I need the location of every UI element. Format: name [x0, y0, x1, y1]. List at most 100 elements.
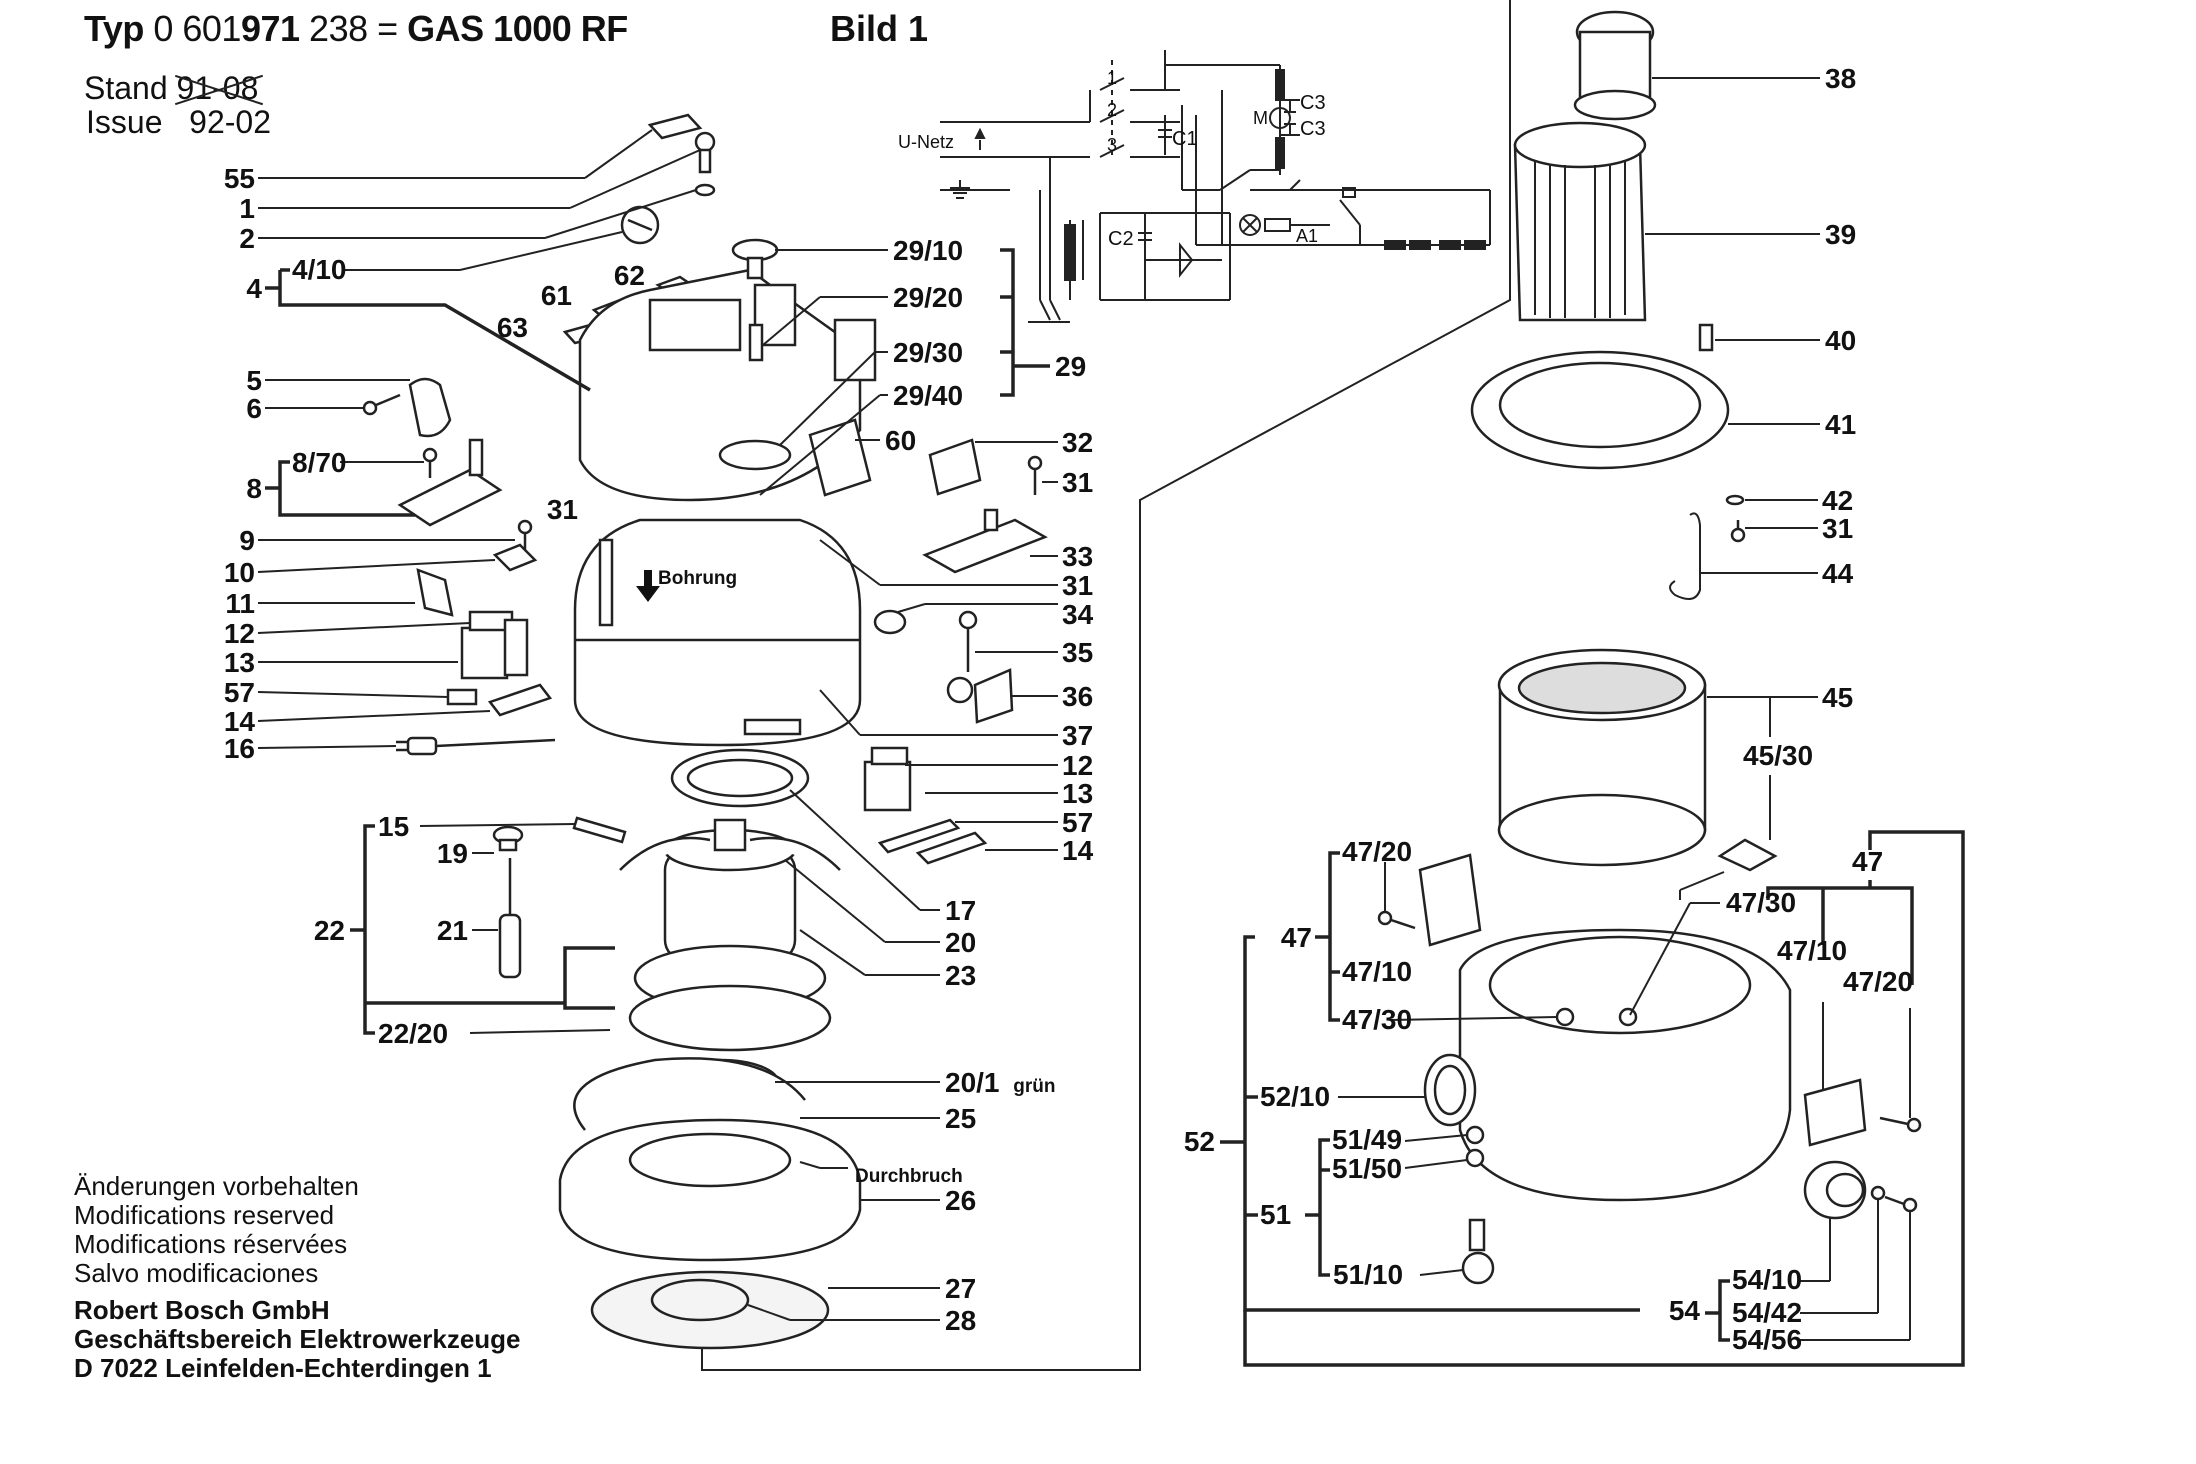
callout-13-left: 13 [223, 647, 255, 678]
callout-20-1-number: 20/1 [945, 1067, 1000, 1098]
schematic-motor-label: M [1253, 108, 1268, 128]
callout-51-10: 51/10 [1333, 1259, 1404, 1290]
stand-line: Stand 91-08 [84, 70, 258, 107]
callout-14-left: 14 [223, 706, 255, 737]
part-screw-8-70 [422, 447, 438, 478]
model-name: GAS 1000 RF [407, 8, 628, 49]
bohrung-annotation: Bohrung [658, 568, 738, 589]
callout-57-mid: 57 [1062, 807, 1094, 838]
callout-27: 27 [945, 1273, 977, 1304]
callout-1: 1 [239, 193, 255, 224]
company-name: Robert Bosch GmbH [74, 1295, 330, 1325]
callout-38: 38 [1825, 63, 1857, 94]
callout-47-10-right: 47/10 [1777, 935, 1848, 966]
callout-31-left: 31 [546, 494, 578, 525]
stand-label: Stand [84, 70, 168, 106]
note-es: Salvo modificaciones [74, 1258, 319, 1288]
part-filter-cartridge-45 [1497, 648, 1707, 867]
drawing-title: Typ 0 601971 238 = GAS 1000 RF [84, 8, 628, 50]
callout-22: 22 [313, 915, 345, 946]
callout-19: 19 [436, 838, 468, 869]
callout-21: 21 [436, 915, 468, 946]
callout-22-20: 22/20 [378, 1018, 449, 1049]
part-number-a: 0 601 [153, 8, 241, 49]
part-screw-54-56 [1884, 1195, 1918, 1213]
callout-60: 60 [885, 425, 917, 456]
part-washer-42 [1725, 494, 1745, 506]
schematic-c1-label: C1 [1172, 128, 1198, 150]
callout-31-mid-b: 31 [1062, 570, 1094, 601]
section-frame-line [701, 0, 1511, 1371]
callout-8-70: 8/70 [292, 447, 347, 478]
part-label-45-30 [1717, 838, 1778, 872]
company-address: Robert Bosch GmbH Geschäftsbereich Elekt… [74, 1296, 521, 1383]
stand-old-value: 91-08 [176, 70, 259, 106]
callout-20-1: 20/1 grün [945, 1069, 1056, 1097]
callout-47-20-right: 47/20 [1843, 966, 1914, 997]
schematic-switch-3: 3 [1107, 135, 1118, 155]
part-brush-holder-21 [498, 858, 522, 979]
company-division: Geschäftsbereich Elektrowerkzeuge [74, 1324, 521, 1354]
schematic-switch-2: 2 [1107, 100, 1118, 120]
part-screw-31-right [1027, 455, 1043, 495]
callout-32: 32 [1062, 427, 1094, 458]
issue-label: Issue [86, 104, 163, 140]
callout-15: 15 [378, 811, 410, 842]
schematic-supply-label: U-Netz [898, 132, 955, 152]
callout-54-56: 54/56 [1732, 1324, 1803, 1355]
schematic-a1-label: A1 [1296, 226, 1319, 246]
part-screw-1 [694, 131, 716, 174]
callout-31-ring: 31 [1822, 513, 1854, 544]
callout-17: 17 [945, 895, 977, 926]
part-nuts-51 [1465, 1125, 1485, 1168]
bracket-lines [265, 248, 1965, 1367]
callout-36: 36 [1062, 681, 1094, 712]
callout-47-20-left: 47/20 [1342, 836, 1413, 867]
part-motor-22 [619, 818, 841, 1052]
part-screw-47-20-left [1377, 910, 1416, 930]
callout-45-30: 45/30 [1743, 740, 1814, 771]
callout-4-10: 4/10 [292, 254, 347, 285]
part-filter-pad-28 [650, 1278, 750, 1322]
callout-42: 42 [1822, 485, 1854, 516]
part-washer-54-42 [1870, 1185, 1886, 1201]
callout-4: 4 [246, 273, 262, 304]
part-wheel-54-10 [1803, 1160, 1867, 1220]
callout-51-50: 51/50 [1332, 1153, 1403, 1184]
callout-47-left: 47 [1280, 922, 1312, 953]
part-sensor-34 [873, 609, 907, 635]
part-pad-57-right [877, 818, 961, 854]
callout-33: 33 [1062, 541, 1094, 572]
issue-line: Issue 92-02 [86, 104, 271, 141]
schematic-earth-symbol [950, 180, 970, 199]
part-electronics-33 [922, 508, 1048, 574]
callout-12-mid: 12 [1062, 750, 1094, 781]
part-pad-57 [446, 688, 478, 706]
issue-value: 92-02 [189, 104, 271, 140]
callout-40: 40 [1825, 325, 1857, 356]
callout-37: 37 [1062, 720, 1094, 751]
callout-10: 10 [223, 557, 255, 588]
callout-35: 35 [1062, 637, 1094, 668]
leader-lines [257, 77, 1911, 1341]
callout-54-42: 54/42 [1732, 1297, 1803, 1328]
callout-29-10: 29/10 [893, 235, 964, 266]
callout-51-49: 51/49 [1332, 1124, 1403, 1155]
callout-29-30: 29/30 [893, 337, 964, 368]
part-cap-19 [492, 825, 524, 852]
part-motor-base-26 [558, 1118, 862, 1262]
part-screw-6 [362, 393, 401, 416]
part-motor-housing-lower [573, 518, 862, 747]
callout-61: 61 [540, 280, 572, 311]
schematic-c2-label: C2 [1108, 228, 1134, 250]
callout-52-10: 52/10 [1260, 1081, 1331, 1112]
callout-51: 51 [1260, 1199, 1292, 1230]
part-label-plate-55 [647, 113, 703, 140]
figure-number: Bild 1 [830, 8, 929, 49]
part-latch-47-right [1803, 1078, 1867, 1147]
typ-prefix: Typ [84, 8, 144, 49]
note-fr: Modifications réservées [74, 1229, 348, 1259]
callout-5: 5 [246, 365, 262, 396]
callout-8: 8 [246, 473, 262, 504]
